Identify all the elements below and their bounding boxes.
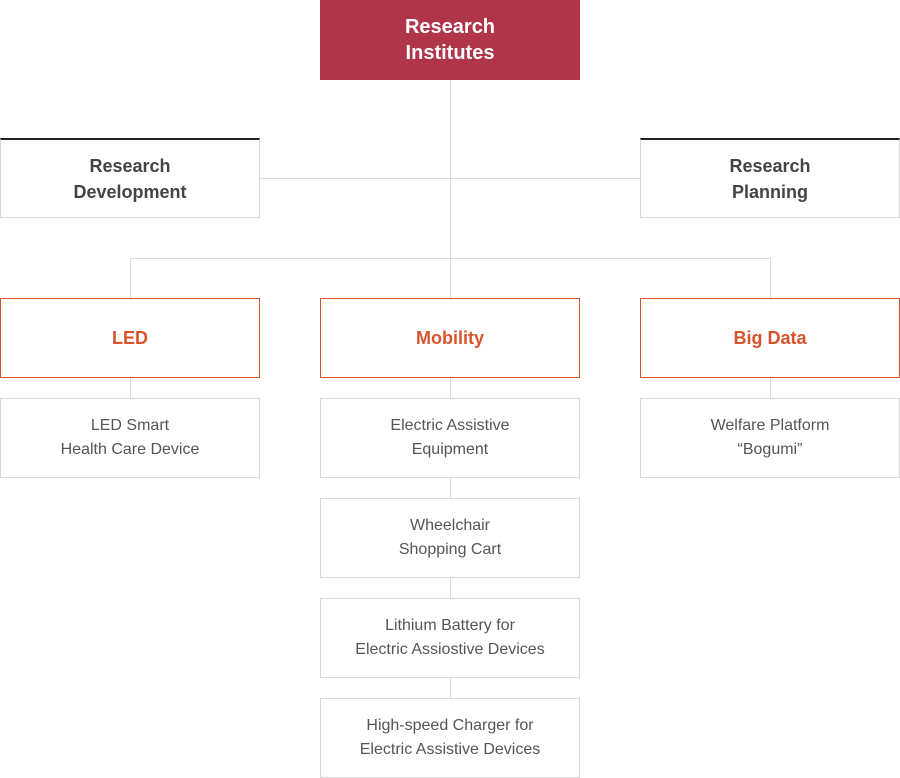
item-node-high-speed-charger: High-speed Charger for Electric Assistiv… xyxy=(320,698,580,778)
connector-support-horizontal xyxy=(260,178,640,179)
node-research-development-label: Research Development xyxy=(73,155,187,202)
dept-node-led: LED xyxy=(0,298,260,378)
item-node-wheelchair-shopping-cart: Wheelchair Shopping Cart xyxy=(320,498,580,578)
item-node-label: Welfare Platform “Bogumi” xyxy=(710,417,830,458)
connector-trunk xyxy=(450,80,451,298)
item-node-label: Electric Assistive Equipment xyxy=(390,417,510,458)
dept-node-mobility: Mobility xyxy=(320,298,580,378)
item-node-led-smart-health-care: LED Smart Health Care Device xyxy=(0,398,260,478)
connector-bigdata-drop xyxy=(770,258,771,298)
connector-led-drop xyxy=(130,258,131,298)
item-node-welfare-platform-bogumi: Welfare Platform “Bogumi” xyxy=(640,398,900,478)
root-node-label: Research Institutes xyxy=(404,16,496,64)
root-node-research-institutes: Research Institutes xyxy=(320,0,580,80)
connector-dept-horizontal xyxy=(130,258,771,259)
dept-node-label: Mobility xyxy=(416,327,484,348)
node-research-development: Research Development xyxy=(0,138,260,218)
node-research-planning-label: Research Planning xyxy=(729,155,811,202)
node-research-planning: Research Planning xyxy=(640,138,900,218)
item-node-label: LED Smart Health Care Device xyxy=(60,417,200,458)
dept-node-big-data: Big Data xyxy=(640,298,900,378)
dept-node-label: Big Data xyxy=(733,327,807,348)
item-node-label: High-speed Charger for Electric Assistiv… xyxy=(359,717,541,758)
item-node-label: Lithium Battery for Electric Assiostive … xyxy=(355,617,545,658)
item-node-lithium-battery: Lithium Battery for Electric Assiostive … xyxy=(320,598,580,678)
item-node-label: Wheelchair Shopping Cart xyxy=(398,517,502,558)
dept-node-label: LED xyxy=(112,327,148,348)
connector-led-item xyxy=(130,378,131,398)
item-node-electric-assistive-equipment: Electric Assistive Equipment xyxy=(320,398,580,478)
connector-bigdata-item xyxy=(770,378,771,398)
